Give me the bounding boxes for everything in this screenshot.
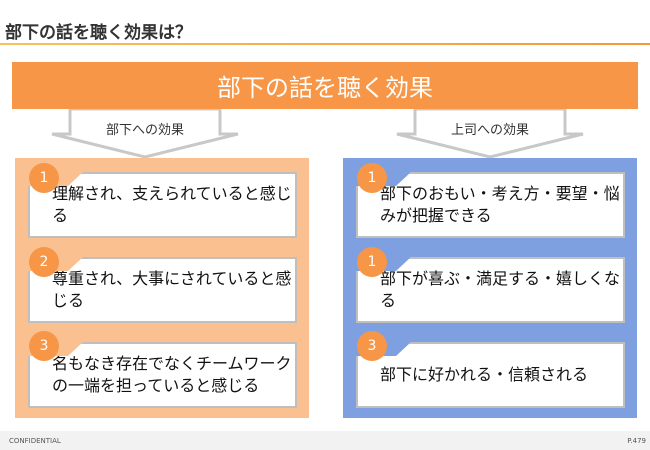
- effect-card: 尊重され、大事にされていると感じる: [28, 257, 297, 323]
- number-badge: 1: [357, 163, 387, 193]
- number-badge: 3: [357, 331, 387, 361]
- effect-card: 部下に好かれる・信頼される: [356, 342, 625, 408]
- number-badge: 2: [29, 247, 59, 277]
- down-arrow-icon: [396, 109, 584, 159]
- effect-text: 部下が喜ぶ・満足する・嬉しくなる: [380, 269, 621, 310]
- down-arrow-icon: [51, 109, 239, 159]
- effect-text: 理解され、支えられていると感じる: [52, 184, 292, 225]
- page-number: P.479: [627, 437, 646, 445]
- banner: 部下の話を聴く効果: [12, 62, 638, 109]
- page-title: 部下の話を聴く効果は？: [5, 23, 192, 43]
- effect-card: 部下が喜ぶ・満足する・嬉しくなる: [356, 257, 625, 323]
- effect-card: 部下のおもい・考え方・要望・悩みが把握できる: [356, 172, 625, 238]
- confidential-label: CONFIDENTIAL: [9, 437, 61, 445]
- footer: CONFIDENTIAL P.479: [0, 431, 650, 450]
- effect-card: 名もなき存在でなくチームワークの一端を担っていると感じる: [28, 342, 297, 408]
- title-divider: [0, 43, 650, 45]
- effect-text: 部下に好かれる・信頼される: [380, 365, 589, 384]
- boss-effects-panel: 部下のおもい・考え方・要望・悩みが把握できる 1 部下が喜ぶ・満足する・嬉しくな…: [343, 158, 637, 418]
- number-badge: 3: [29, 331, 59, 361]
- effect-text: 尊重され、大事にされていると感じる: [52, 269, 292, 310]
- effect-text: 名もなき存在でなくチームワークの一端を担っていると感じる: [52, 354, 292, 395]
- effect-text: 部下のおもい・考え方・要望・悩みが把握できる: [380, 184, 620, 225]
- effect-card: 理解され、支えられていると感じる: [28, 172, 297, 238]
- right-arrow-label: 上司への効果: [450, 123, 529, 138]
- left-arrow-label: 部下への効果: [105, 123, 184, 138]
- number-badge: 1: [357, 247, 387, 277]
- number-badge: 1: [29, 163, 59, 193]
- left-arrow: 部下への効果: [50, 109, 240, 159]
- right-arrow: 上司への効果: [395, 109, 585, 159]
- subordinate-effects-panel: 理解され、支えられていると感じる 1 尊重され、大事にされていると感じる 2 名…: [15, 158, 309, 418]
